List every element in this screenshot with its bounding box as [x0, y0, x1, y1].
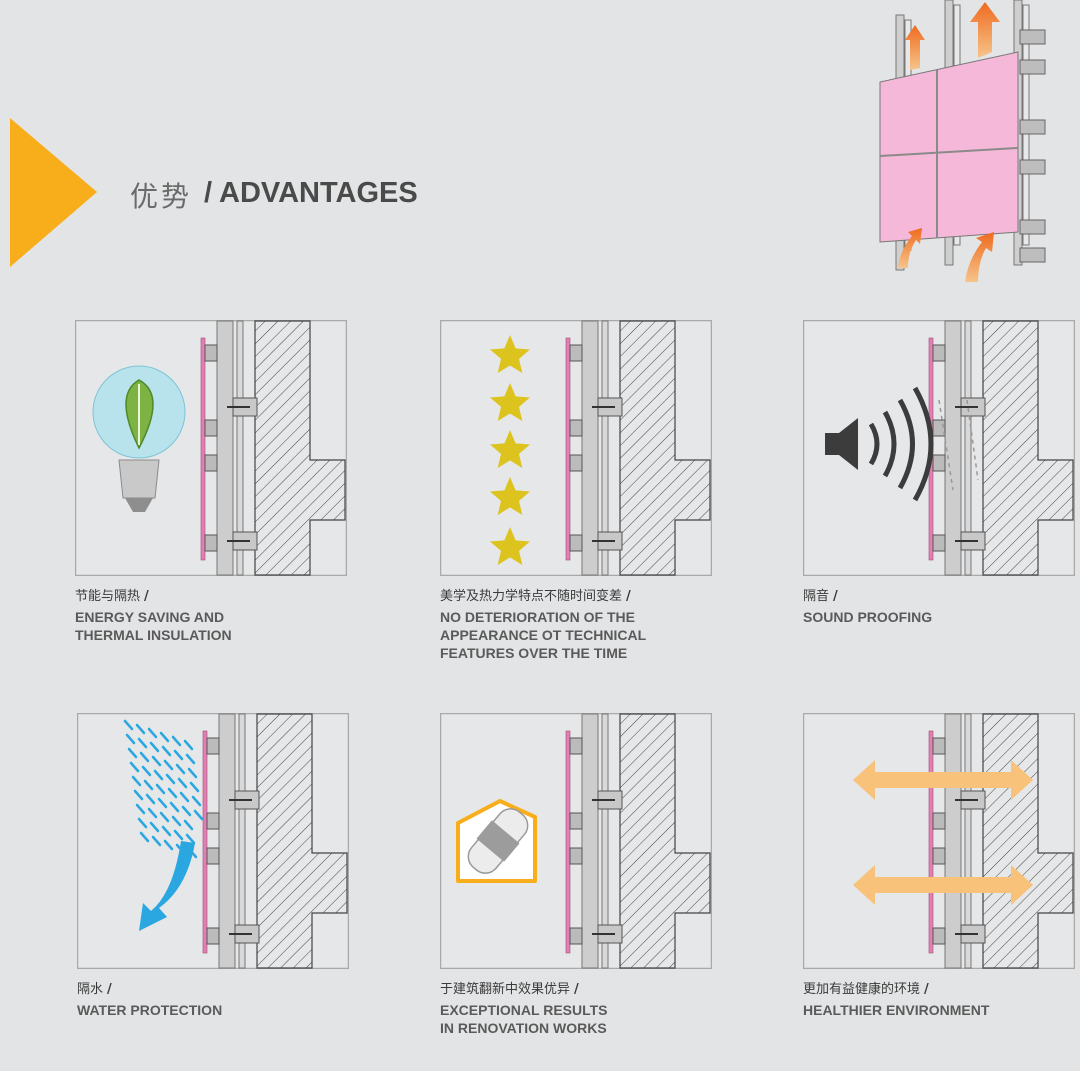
caption-cn-text: 隔水 — [77, 982, 104, 997]
caption-slash: / — [626, 589, 631, 604]
caption-slash: / — [107, 982, 112, 997]
advantage-diagram-3 — [803, 320, 1075, 576]
stars-icon — [490, 335, 530, 565]
advantage-diagram-6 — [803, 713, 1075, 969]
advantage-caption-5: 于建筑翻新中效果优异/EXCEPTIONAL RESULTS IN RENOVA… — [440, 981, 710, 1037]
caption-cn: 于建筑翻新中效果优异/ — [440, 981, 710, 998]
caption-cn: 美学及热力学特点不随时间变差/ — [440, 588, 710, 605]
caption-en: HEALTHIER ENVIRONMENT — [803, 1002, 990, 1018]
lightbulb-leaf-icon — [92, 365, 186, 512]
caption-en: EXCEPTIONAL RESULTS IN RENOVATION WORKS — [440, 1002, 608, 1036]
advantage-diagram-4 — [77, 713, 349, 969]
advantage-diagram-2 — [440, 320, 712, 576]
page-title-en: / ADVANTAGES — [204, 177, 418, 209]
caption-slash: / — [144, 589, 149, 604]
caption-cn-text: 于建筑翻新中效果优异 — [440, 982, 571, 997]
caption-en: NO DETERIORATION OF THE APPEARANCE OT TE… — [440, 609, 647, 661]
advantage-caption-4: 隔水/WATER PROTECTION — [77, 981, 347, 1019]
caption-en: WATER PROTECTION — [77, 1002, 223, 1018]
advantage-caption-6: 更加有益健康的环境/HEALTHIER ENVIRONMENT — [803, 981, 1073, 1019]
caption-cn: 隔音/ — [803, 588, 1073, 605]
page-title-cn: 优势 — [130, 180, 193, 213]
caption-cn-text: 更加有益健康的环境 — [803, 982, 921, 997]
facade-illustration — [879, 0, 1046, 282]
caption-slash: / — [833, 589, 838, 604]
advantage-caption-3: 隔音/SOUND PROOFING — [803, 588, 1073, 626]
advantage-diagram-1 — [75, 320, 347, 576]
caption-cn: 隔水/ — [77, 981, 347, 998]
accent-triangle — [10, 118, 97, 267]
advantage-diagram-5 — [440, 713, 712, 969]
bandage-house-icon — [456, 799, 537, 883]
caption-en: ENERGY SAVING AND THERMAL INSULATION — [75, 609, 232, 643]
advantage-caption-1: 节能与隔热/ENERGY SAVING AND THERMAL INSULATI… — [75, 588, 345, 644]
caption-slash: / — [574, 982, 579, 997]
caption-cn: 节能与隔热/ — [75, 588, 345, 605]
speaker-icon — [825, 386, 979, 502]
caption-cn: 更加有益健康的环境/ — [803, 981, 1073, 998]
double-arrow-icon — [853, 760, 1033, 905]
caption-cn-text: 节能与隔热 — [75, 589, 141, 604]
caption-cn-text: 美学及热力学特点不随时间变差 — [440, 589, 623, 604]
caption-cn-text: 隔音 — [803, 589, 830, 604]
caption-en: SOUND PROOFING — [803, 609, 933, 625]
advantage-caption-2: 美学及热力学特点不随时间变差/NO DETERIORATION OF THE A… — [440, 588, 710, 662]
caption-slash: / — [924, 982, 929, 997]
